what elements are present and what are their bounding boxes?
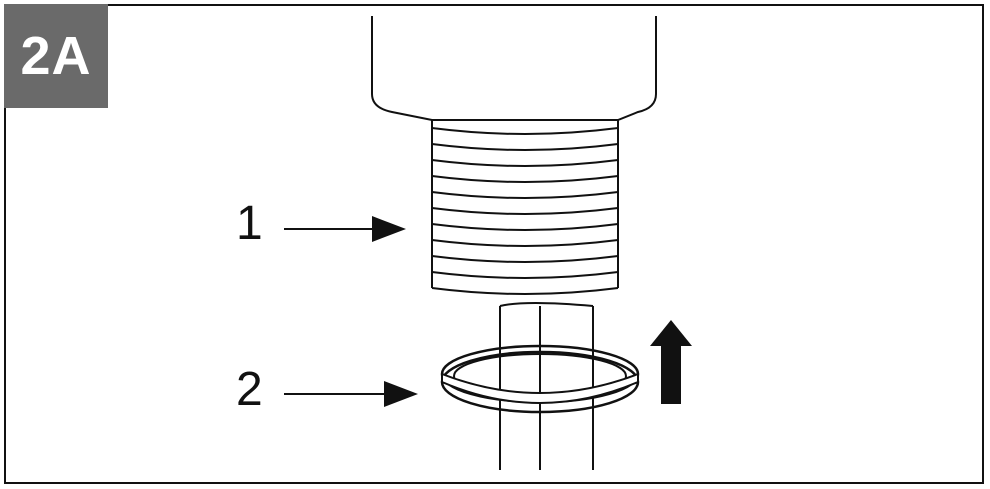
faucet-body [371,16,657,121]
callout-label-2: 2 [236,363,263,416]
leader-arrow-1 [284,216,406,242]
leader-arrow-2 [284,381,418,407]
threaded-shank [431,120,619,295]
callout-label-1: 1 [236,197,263,250]
washer-ring [440,344,640,414]
step-badge: 2A [4,4,108,108]
arrow-up-icon [650,320,692,404]
